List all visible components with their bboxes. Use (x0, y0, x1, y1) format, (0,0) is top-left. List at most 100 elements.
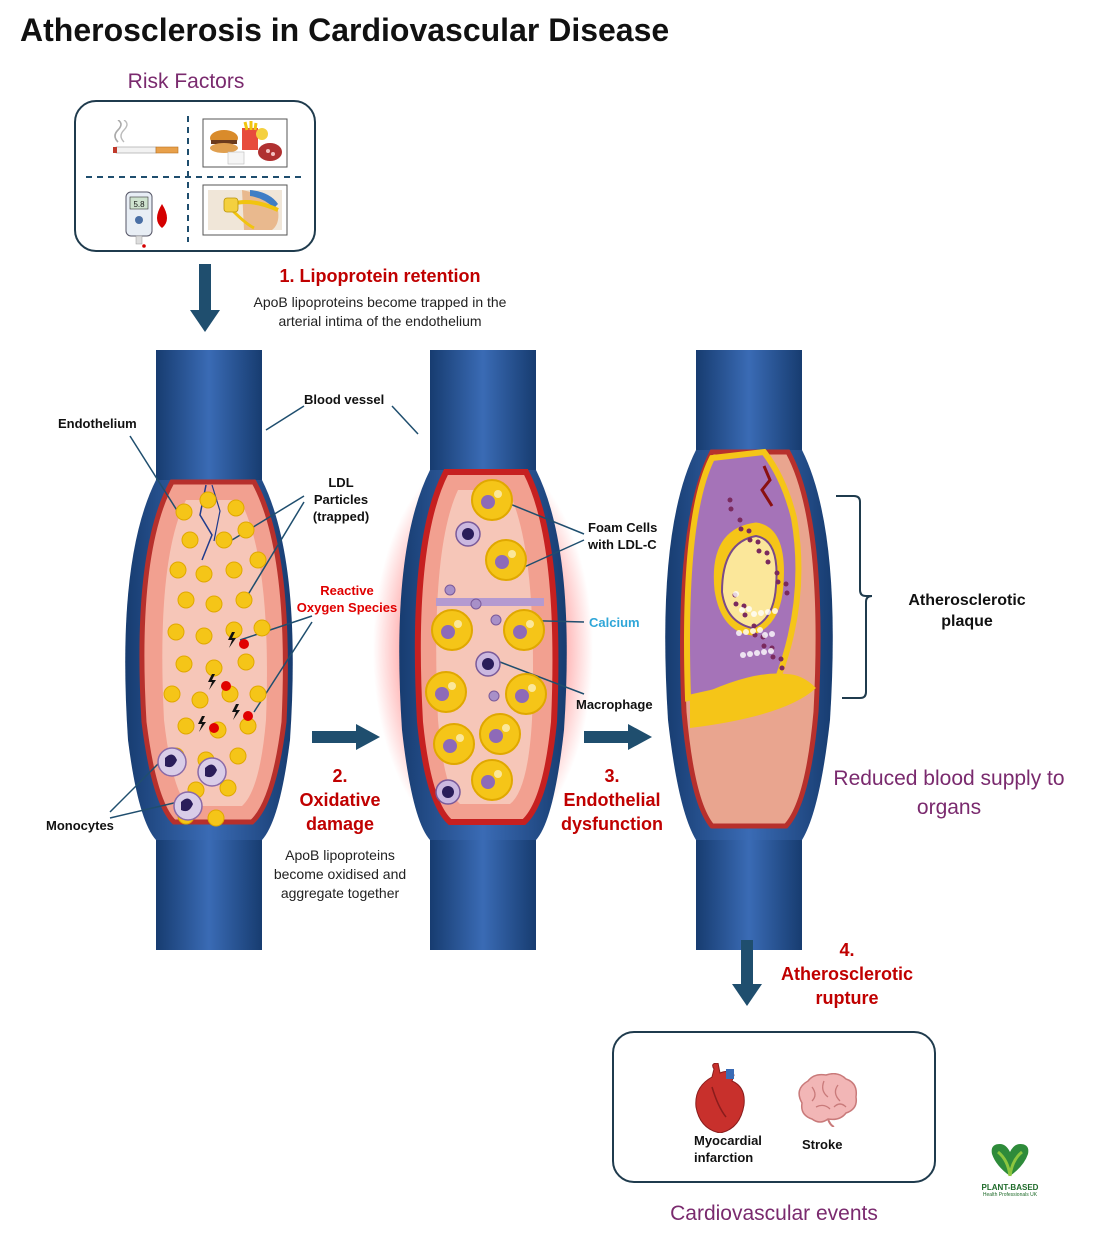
junk-food-icon (202, 118, 288, 168)
step-3-title-line-1: Endothelial (563, 790, 661, 810)
plaque-lipid-droplet (740, 652, 746, 658)
plaque-lipid-droplet (754, 650, 760, 656)
plaque-lipid-droplet (739, 607, 745, 613)
plant-heart-logo-icon (991, 1144, 1029, 1177)
down-arrow-step-4 (732, 940, 762, 1006)
ros-label-line-1: Reactive (320, 583, 374, 598)
monocytes-label: Monocytes (46, 818, 114, 833)
plaque-lipid-droplet (761, 649, 767, 655)
step-2-title: 2. Oxidative damage (284, 764, 396, 836)
ldl-label-line-2: Particles (313, 492, 369, 507)
plaque-dot (727, 497, 733, 503)
outcome-line-2: organs (916, 796, 982, 819)
glucose-meter-icon: 5.8 (125, 191, 167, 248)
macrophage-nucleus (442, 786, 454, 798)
plaque-lipid-droplet (746, 606, 752, 612)
brain-icon (798, 1073, 858, 1127)
step-2-desc: ApoB lipoproteins become oxidised and ag… (258, 846, 422, 903)
foam-cell-lipid (435, 687, 449, 701)
ros-label-line-2: Oxygen Species (296, 600, 398, 615)
ldl-particle (175, 503, 193, 521)
lightning-icon (198, 716, 206, 732)
risk-factors-box: 5.8 (74, 100, 316, 252)
ldl-particle (177, 591, 195, 609)
foam-cell-lipid (481, 775, 495, 789)
plaque-dot (774, 570, 780, 576)
step-1-desc-line-2: arterial intima of the endothelium (278, 313, 482, 329)
foam-cell-lipid (495, 555, 509, 569)
plaque-dot (775, 579, 781, 585)
plaque-dot (737, 517, 743, 523)
macrophage-nucleus (462, 528, 474, 540)
ldl-particles-label: LDL Particles (trapped) (306, 474, 376, 525)
macrophage-nucleus (482, 658, 494, 670)
foam-cell-lipid (513, 625, 527, 639)
ldl-particle (225, 621, 243, 639)
ldl-particle (175, 655, 193, 673)
calcium-deposit (490, 614, 502, 626)
arrow-to-vessel-2 (312, 724, 380, 750)
plaque-lipid-droplet (769, 631, 775, 637)
calcium-label: Calcium (589, 615, 640, 630)
foam-cell-droplet (494, 770, 502, 778)
foam-cell-lipid (515, 689, 529, 703)
ldl-particle (237, 521, 255, 539)
ldl-particle (253, 619, 271, 637)
ros-label: Reactive Oxygen Species (292, 582, 402, 616)
step-2-desc-line-1: ApoB lipoproteins (285, 847, 395, 863)
ldl-particle (235, 591, 253, 609)
step-2-title-line-1: Oxidative (299, 790, 381, 810)
ldl-particle (167, 623, 185, 641)
plaque-lipid-droplet (757, 627, 763, 633)
foam-cell-droplet (456, 734, 464, 742)
calcium-deposit (444, 584, 456, 596)
ldl-particle (225, 561, 243, 579)
plaque-dot (742, 612, 748, 618)
plaque-lipid-droplet (747, 651, 753, 657)
arrow-to-vessel-3 (584, 724, 652, 750)
plaque-dot (755, 539, 761, 545)
outcome-line-1: Reduced blood supply to (833, 767, 1065, 790)
lightning-icon (228, 632, 236, 648)
calcium-deposit (488, 690, 500, 702)
ldl-particle (237, 653, 255, 671)
foam-cell-droplet (454, 620, 462, 628)
risk-factors-heading: Risk Factors (127, 70, 245, 93)
foam-cells-label: Foam Cells with LDL-C (588, 519, 657, 553)
ldl-particle (229, 747, 247, 765)
ldl-particle (215, 531, 233, 549)
foam-cell-lipid (441, 625, 455, 639)
ldl-label-line-3: (trapped) (312, 509, 370, 524)
mi-label-line-1: Myocardial (694, 1133, 762, 1148)
foam-cell-droplet (494, 490, 502, 498)
plant-based-logo: PLANT-BASED Health Professionals UK (974, 1140, 1046, 1199)
plaque-lipid-droplet (743, 629, 749, 635)
monocyte-nucleus (181, 798, 193, 812)
foam-cell-droplet (526, 620, 534, 628)
step-2-desc-line-3: aggregate together (280, 885, 400, 901)
ros-particle (209, 723, 219, 733)
endothelium-label: Endothelium (58, 416, 137, 431)
ldl-particle (205, 595, 223, 613)
foam-cell-droplet (528, 684, 536, 692)
ldl-particle (205, 659, 223, 677)
reduced-blood-supply-text: Reduced blood supply to organs (812, 764, 1086, 822)
plaque-lipid-droplet (733, 591, 739, 597)
ldl-particle (195, 627, 213, 645)
ros-particle (243, 711, 253, 721)
waist-measure-icon (202, 184, 288, 236)
plaque-dot (779, 665, 785, 671)
step-3-title: 3. Endothelial dysfunction (552, 764, 672, 836)
foam-cell-lipid (489, 729, 503, 743)
plaque-lipid-droplet (768, 648, 774, 654)
plaque-lipid-droplet (758, 610, 764, 616)
plaque-lipid-droplet (736, 630, 742, 636)
plaque-lipid-droplet (750, 628, 756, 634)
plaque-dot (765, 559, 771, 565)
step-2-desc-line-2: become oxidised and (273, 866, 407, 882)
plaque-dot (764, 550, 770, 556)
down-arrow-step-1 (190, 264, 220, 332)
ldl-particle (177, 717, 195, 735)
step-4-title: 4. Atherosclerotic rupture (770, 938, 924, 1010)
plaque-dot (733, 601, 739, 607)
